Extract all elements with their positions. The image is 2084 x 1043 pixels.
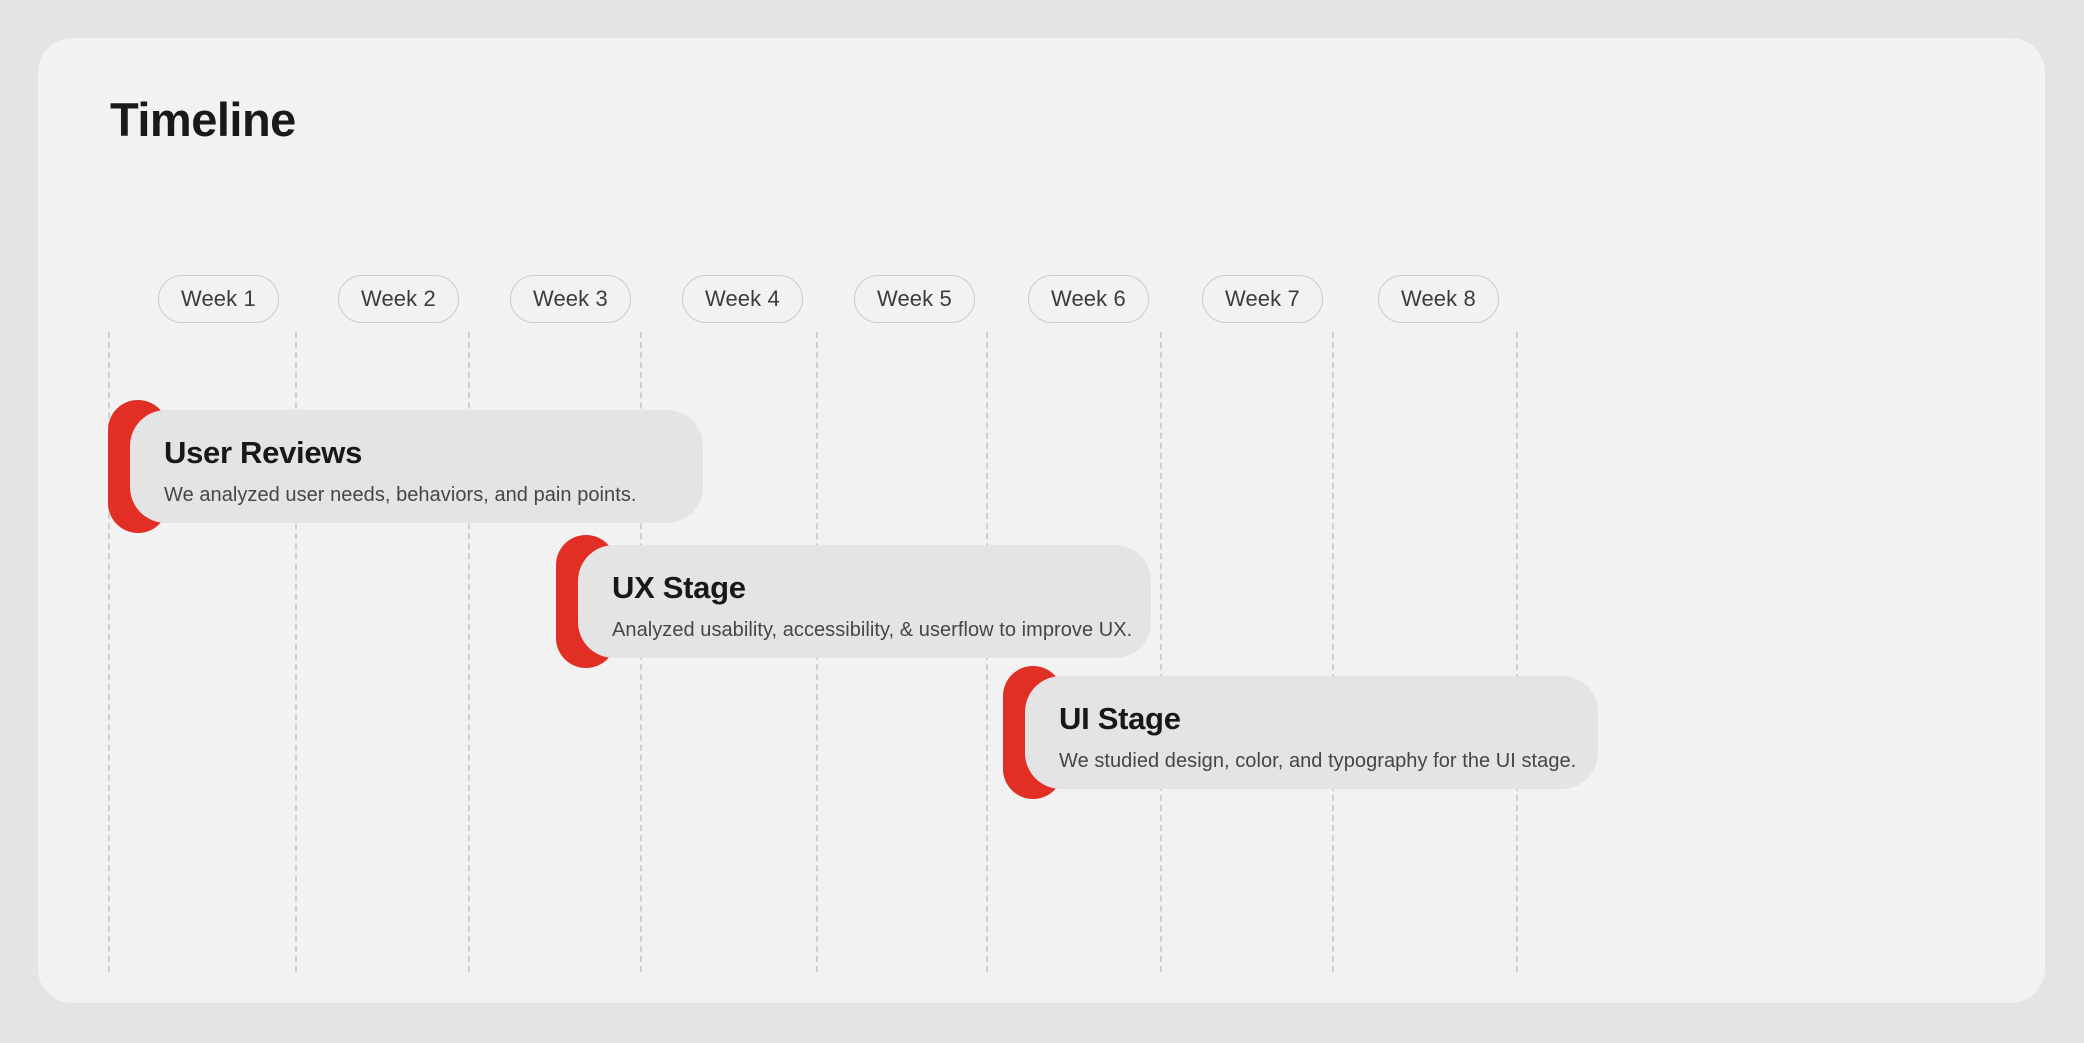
week-pill-5[interactable]: Week 5 — [854, 275, 975, 323]
week-pill-2[interactable]: Week 2 — [338, 275, 459, 323]
week-axis: Week 1 Week 2 Week 3 Week 4 Week 5 Week 6 Week… — [38, 38, 2045, 1003]
timeline-card[interactable]: UI Stage We studied design, color, and ty… — [1003, 666, 1598, 799]
page-title: Timeline — [110, 93, 296, 146]
card-title: UI Stage — [1059, 701, 1181, 736]
card-title: UX Stage — [612, 570, 746, 605]
week-pill-6[interactable]: Week 6 — [1028, 275, 1149, 323]
timeline-card[interactable]: User Reviews We analyzed user needs, beha… — [108, 400, 703, 533]
card-title: User Reviews — [164, 435, 363, 470]
card-description: Analyzed usability, accessibility, & use… — [612, 618, 1133, 641]
gridline-9 — [1516, 332, 1518, 972]
card-description: We analyzed user needs, behaviors, and p… — [164, 483, 637, 506]
week-pill-1[interactable]: Week 1 — [158, 275, 279, 323]
gridline-8 — [1332, 332, 1334, 972]
week-pill-8[interactable]: Week 8 — [1378, 275, 1499, 323]
gridline-3 — [468, 332, 470, 972]
week-pill-7[interactable]: Week 7 — [1202, 275, 1323, 323]
timeline-cards: User Reviews We analyzed user needs, beha… — [38, 38, 2045, 1003]
week-pill-4[interactable]: Week 4 — [682, 275, 803, 323]
card-body: User Reviews We analyzed user needs, beha… — [130, 410, 703, 523]
gridline-2 — [295, 332, 297, 972]
gridline-7 — [1160, 332, 1162, 972]
card-description: We studied design, color, and typography… — [1059, 749, 1577, 772]
card-body: UI Stage We studied design, color, and ty… — [1025, 676, 1598, 789]
week-pill-3[interactable]: Week 3 — [510, 275, 631, 323]
gridline-1 — [108, 332, 110, 972]
